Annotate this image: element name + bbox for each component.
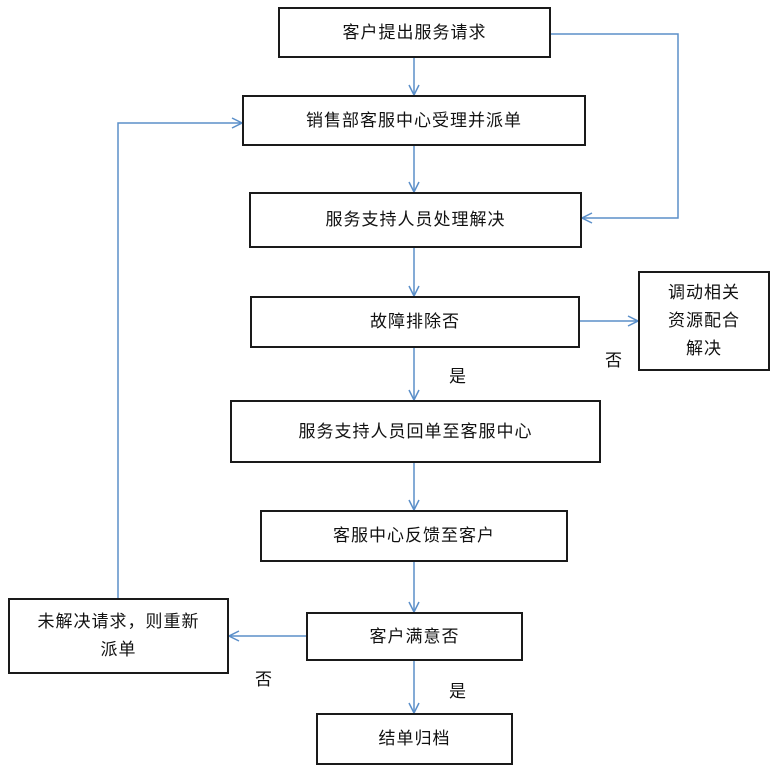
- node-fixed-check: 故障排除否: [250, 296, 580, 348]
- node-feedback-label: 客服中心反馈至客户: [333, 526, 495, 546]
- arrow-request-bypass-to-handle: [551, 33, 679, 218]
- node-feedback: 客服中心反馈至客户: [260, 510, 568, 562]
- node-request: 客户提出服务请求: [278, 7, 551, 58]
- node-satisfied-check: 客户满意否: [306, 612, 523, 661]
- edge-label-fixed-yes: 是: [449, 367, 466, 387]
- node-satisfied-check-label: 客户满意否: [369, 626, 460, 647]
- edge-label-satisfied-no: 否: [255, 670, 272, 690]
- arrow-redispatch-loop-to-dispatch: [117, 123, 242, 598]
- node-close-label: 结单归档: [378, 729, 451, 749]
- node-handle: 服务支持人员处理解决: [249, 192, 582, 248]
- node-request-label: 客户提出服务请求: [342, 22, 487, 43]
- node-report-back: 服务支持人员回单至客服中心: [230, 400, 601, 463]
- node-redispatch: 未解决请求，则重新 派单: [8, 598, 229, 674]
- node-fixed-check-label: 故障排除否: [370, 312, 460, 332]
- node-redispatch-label: 未解决请求，则重新 派单: [37, 612, 200, 660]
- edge-label-satisfied-yes: 是: [449, 682, 466, 702]
- node-coordinate: 调动相关 资源配合 解决: [638, 271, 770, 371]
- node-dispatch: 销售部客服中心受理并派单: [242, 95, 586, 146]
- node-report-back-label: 服务支持人员回单至客服中心: [298, 421, 533, 442]
- node-dispatch-label: 销售部客服中心受理并派单: [306, 110, 522, 131]
- edge-label-fixed-no: 否: [605, 351, 622, 371]
- node-handle-label: 服务支持人员处理解决: [325, 210, 506, 230]
- node-close: 结单归档: [316, 713, 513, 765]
- node-coordinate-label: 调动相关 资源配合 解决: [668, 283, 740, 359]
